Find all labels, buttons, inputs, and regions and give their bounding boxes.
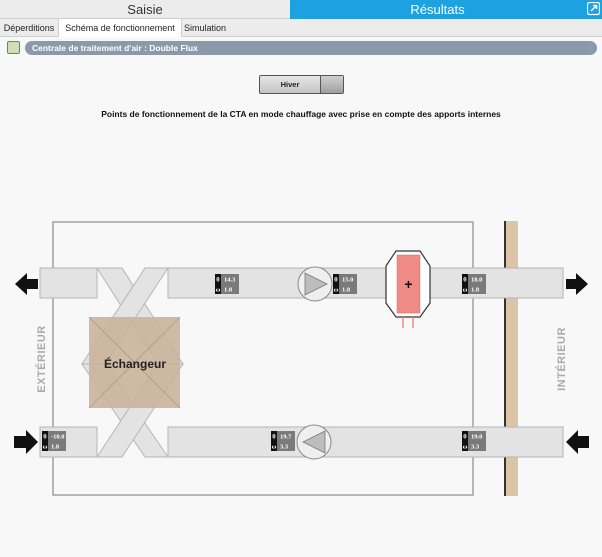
- exhaust-outlet-duct: [39, 267, 98, 299]
- value-tag-outdoor_in: θω-10.0 1.8: [42, 431, 66, 451]
- external-window-icon: [587, 2, 600, 16]
- omega-symbol: ω: [216, 287, 221, 294]
- tab-resultats[interactable]: Résultats: [290, 0, 585, 19]
- omega-symbol: ω: [43, 444, 48, 451]
- theta-symbol: θ: [272, 434, 276, 441]
- value-tags: θω14.31.8θω15.01.8θω18.01.8θω-10.01.8θω1…: [42, 274, 486, 451]
- section-title: Centrale de traitement d'air : Double Fl…: [25, 41, 597, 55]
- omega-value: 1.8: [224, 287, 233, 294]
- omega-symbol: ω: [463, 287, 468, 294]
- theta-symbol: θ: [463, 277, 467, 284]
- exterior-label: EXTÉRIEUR: [35, 325, 48, 392]
- omega-symbol: ω: [463, 444, 468, 451]
- heater-plus-icon: +: [404, 276, 412, 292]
- omega-value: 1.8: [342, 287, 351, 294]
- omega-value: 1.8: [51, 444, 60, 451]
- theta-value: -10.0: [51, 434, 65, 441]
- exhaust-arrow-icon: [15, 273, 38, 295]
- season-toggle[interactable]: Hiver: [259, 75, 344, 94]
- interior-label: INTÉRIEUR: [555, 327, 568, 391]
- top-bar: Saisie Résultats: [0, 0, 602, 19]
- popout-button[interactable]: [585, 0, 602, 19]
- cta-enclosure: [52, 221, 474, 496]
- theta-value: 18.0: [471, 277, 482, 284]
- theta-value: 19.7: [280, 434, 292, 441]
- return-arrow-icon: [566, 430, 589, 454]
- intake-arrow-icon: [14, 430, 38, 454]
- supply-arrow-icon: [566, 273, 588, 295]
- section-icon: [7, 41, 20, 54]
- theta-symbol: θ: [43, 434, 47, 441]
- tab-deperditions[interactable]: Déperditions: [3, 23, 55, 33]
- omega-value: 3.3: [471, 444, 480, 451]
- tab-simulation[interactable]: Simulation: [183, 23, 227, 33]
- diagram-description: Points de fonctionnement de la CTA en mo…: [101, 109, 501, 119]
- season-toggle-knob[interactable]: [320, 76, 343, 93]
- theta-symbol: θ: [334, 277, 338, 284]
- theta-symbol: θ: [216, 277, 220, 284]
- exchanger-label: Échangeur: [104, 356, 166, 371]
- exhaust-fan-icon: [296, 424, 332, 460]
- omega-symbol: ω: [334, 287, 339, 294]
- return-duct: [167, 426, 564, 458]
- omega-value: 3.3: [280, 444, 289, 451]
- theta-value: 14.3: [224, 277, 236, 284]
- supply-fan-icon: [297, 266, 333, 302]
- theta-value: 19.0: [471, 434, 482, 441]
- season-toggle-label: Hiver: [280, 80, 300, 89]
- theta-value: 15.0: [342, 277, 353, 284]
- omega-value: 1.8: [471, 287, 480, 294]
- sub-tab-bar: Déperditions Schéma de fonctionnement CT…: [0, 19, 602, 51]
- tab-saisie[interactable]: Saisie: [0, 0, 290, 19]
- omega-symbol: ω: [272, 444, 277, 451]
- heating-coil: +: [385, 250, 431, 328]
- theta-symbol: θ: [463, 434, 467, 441]
